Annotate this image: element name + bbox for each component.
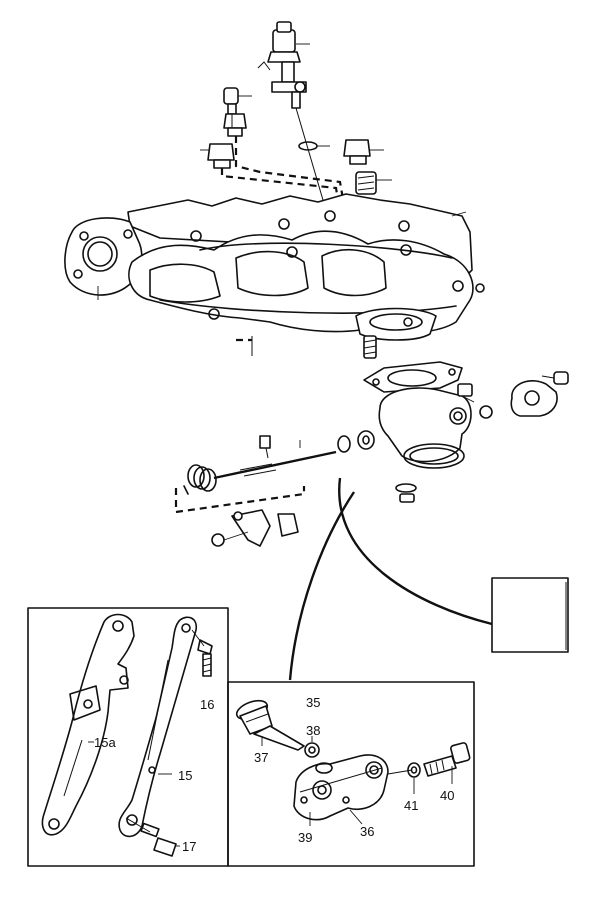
leader-curve-to-box: [338, 477, 493, 626]
callout-17: 17: [182, 839, 196, 854]
spindle-shaft: [213, 435, 337, 480]
coil-spring-small: [363, 335, 377, 359]
spindle-washers: [337, 430, 417, 503]
plug-left: [223, 113, 247, 137]
callout-39: 39: [298, 830, 312, 845]
callout-35: 35: [306, 695, 320, 710]
top-sensor-assembly: [257, 21, 310, 109]
callout-41: 41: [404, 798, 418, 813]
injector-nipple: [223, 87, 252, 115]
torsion-spring: [183, 464, 217, 495]
o-ring-top: [298, 141, 330, 151]
exhaust-manifold: [64, 193, 485, 356]
callout-16: 16: [200, 697, 214, 712]
plug-right: [343, 139, 384, 165]
leader-curve-to-inset: [288, 491, 355, 681]
empty-reference-box: [491, 577, 569, 653]
callout-15: 15: [178, 768, 192, 783]
butterfly-valve-housing: [378, 383, 493, 469]
side-cover-flange: [510, 371, 569, 417]
plug-mid-left: [200, 143, 235, 169]
inset-valve-frame: 35 38 37 41 40 39 36: [227, 681, 475, 867]
callout-15a: 15a: [94, 735, 116, 750]
bracket-linkage-group: [174, 486, 306, 547]
inset-bracket-frame: 15a 15 16 17: [27, 607, 229, 867]
callout-40: 40: [440, 788, 454, 803]
callout-37: 37: [254, 750, 268, 765]
callout-38: 38: [306, 723, 320, 738]
callout-36: 36: [360, 824, 374, 839]
threaded-sleeve: [355, 171, 392, 195]
housing-gasket: [363, 361, 463, 393]
